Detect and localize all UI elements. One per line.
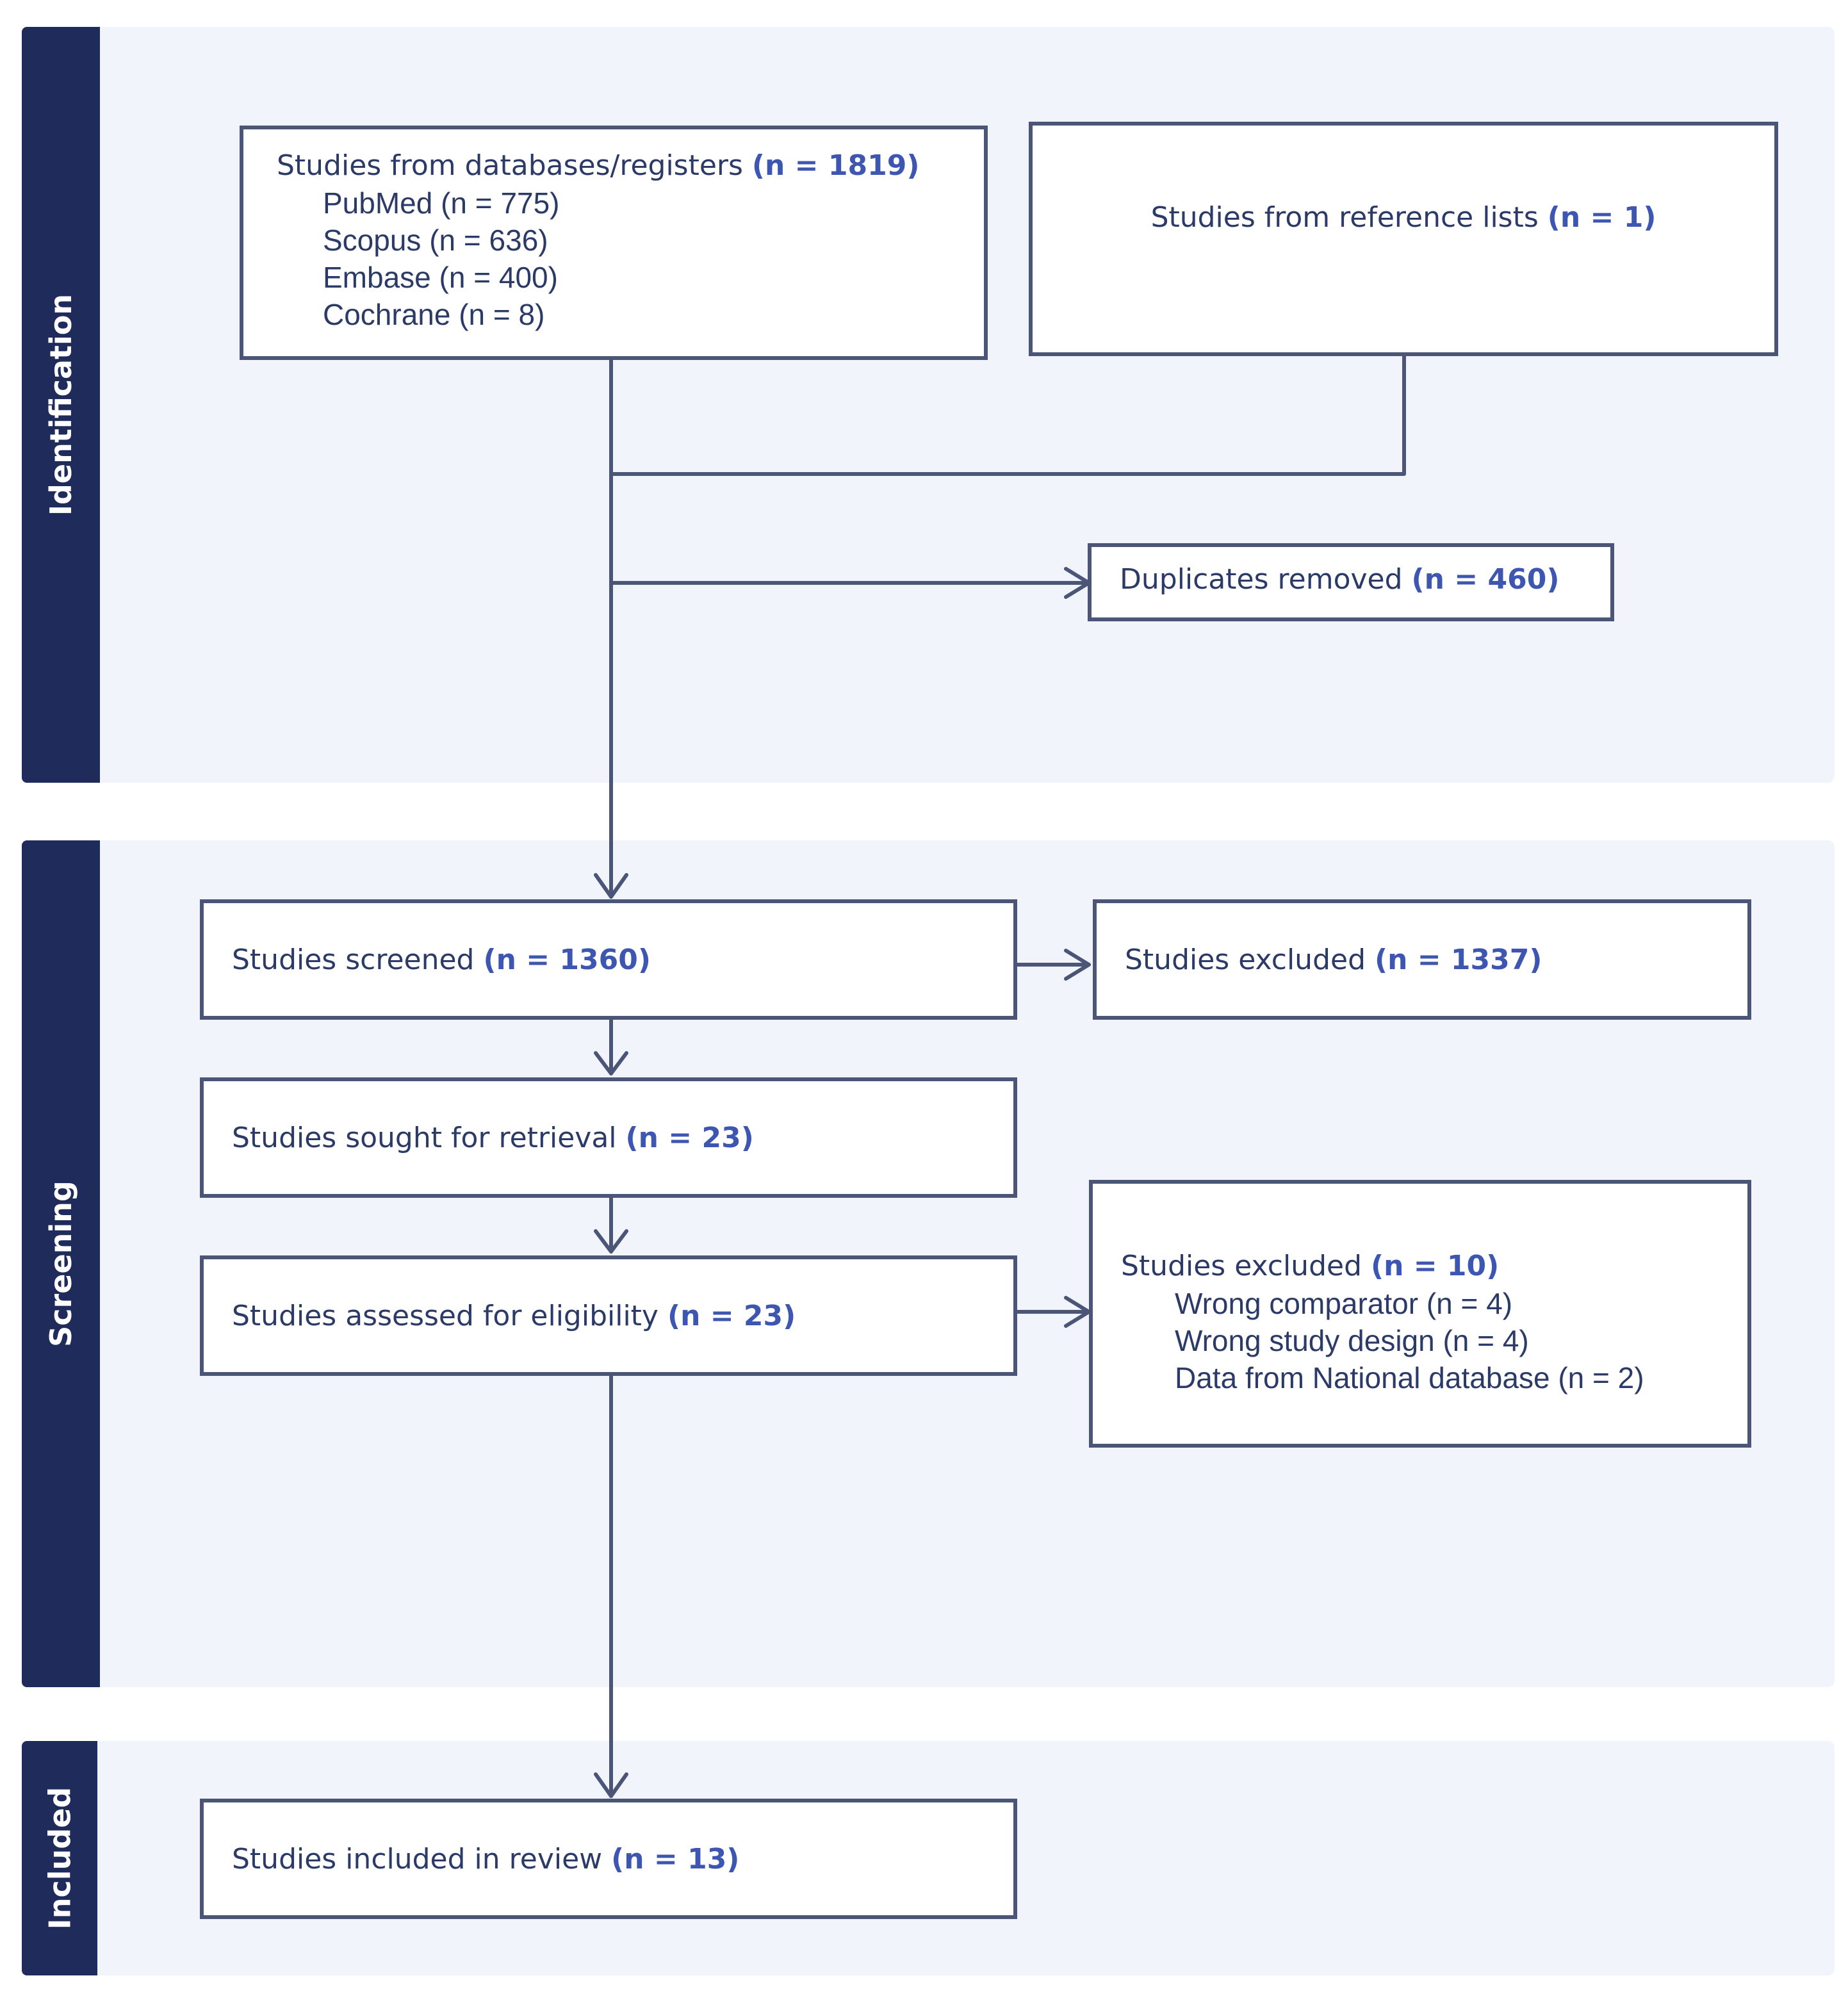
arrowhead-excluded-screen: [1064, 949, 1091, 981]
included-count: (n = 13): [611, 1842, 740, 1876]
included-label: Studies included in review: [232, 1842, 612, 1876]
included-stage-bar: Included: [22, 1741, 97, 1975]
duplicates-count: (n = 460): [1411, 563, 1560, 596]
reference-lists-count: (n = 1): [1547, 201, 1656, 234]
connector-reference-merge: [609, 354, 1406, 476]
retrieval-box: Studies sought for retrieval (n = 23): [200, 1077, 1017, 1198]
screening-stage-bar: Screening: [22, 840, 100, 1687]
arrowhead-retrieval: [594, 1051, 628, 1075]
databases-count: (n = 1819): [751, 149, 920, 182]
arrowhead-screened: [594, 873, 628, 899]
excluded-screen-label: Studies excluded: [1125, 943, 1375, 976]
source-embase: Embase (n = 400): [323, 261, 558, 294]
arrowhead-included: [594, 1772, 628, 1798]
reference-lists-label: Studies from reference lists: [1150, 201, 1548, 234]
excluded-full-box: Studies excluded (n = 10) Wrong comparat…: [1089, 1180, 1751, 1448]
source-pubmed: PubMed (n = 775): [323, 186, 560, 220]
duplicates-label: Duplicates removed: [1120, 563, 1412, 596]
excluded-screen-box: Studies excluded (n = 1337): [1093, 899, 1751, 1020]
screened-box: Studies screened (n = 1360): [200, 899, 1017, 1020]
excluded-screen-count: (n = 1337): [1374, 943, 1542, 976]
screened-count: (n = 1360): [483, 943, 651, 976]
eligibility-count: (n = 23): [667, 1299, 796, 1332]
reference-lists-box: Studies from reference lists (n = 1): [1029, 122, 1778, 356]
arrowhead-eligibility: [594, 1229, 628, 1254]
screened-label: Studies screened: [232, 943, 484, 976]
reason-wrong-comparator: Wrong comparator (n = 4): [1175, 1287, 1513, 1320]
reason-national-database: Data from National database (n = 2): [1175, 1361, 1644, 1394]
eligibility-box: Studies assessed for eligibility (n = 23…: [200, 1255, 1017, 1376]
excluded-full-label: Studies excluded: [1121, 1250, 1371, 1282]
eligibility-label: Studies assessed for eligibility: [232, 1299, 667, 1332]
databases-label: Studies from databases/registers: [277, 149, 752, 182]
duplicates-box: Duplicates removed (n = 460): [1088, 543, 1614, 621]
reason-wrong-study-design: Wrong study design (n = 4): [1175, 1324, 1529, 1357]
source-cochrane: Cochrane (n = 8): [323, 298, 545, 331]
source-scopus: Scopus (n = 636): [323, 224, 548, 257]
databases-box: Studies from databases/registers (n = 18…: [240, 126, 988, 360]
excluded-full-count: (n = 10): [1370, 1250, 1500, 1282]
identification-stage-bar: Identification: [22, 27, 100, 783]
included-box: Studies included in review (n = 13): [200, 1799, 1017, 1919]
retrieval-count: (n = 23): [625, 1121, 754, 1154]
retrieval-label: Studies sought for retrieval: [232, 1121, 626, 1154]
